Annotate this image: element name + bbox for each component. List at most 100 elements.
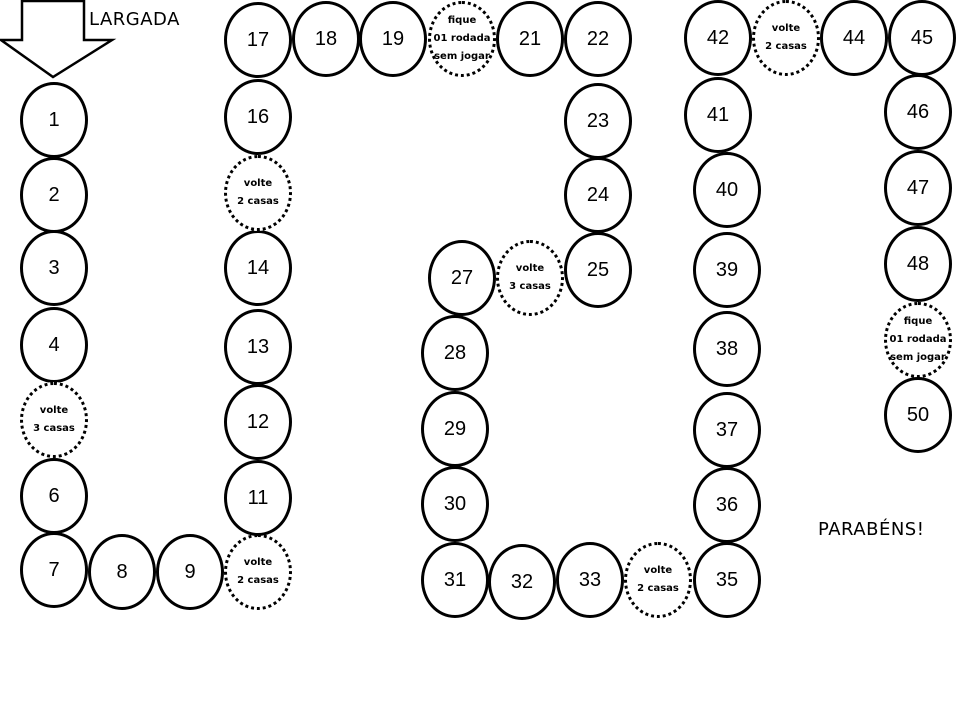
space-label: 6 (48, 485, 60, 507)
board-space: 33 (556, 542, 624, 618)
board-space: 30 (421, 466, 489, 542)
board-space-special: volte 2 casas (752, 0, 820, 76)
space-label: 31 (443, 569, 467, 591)
space-label: volte 3 casas (33, 405, 75, 434)
space-label: fique 01 rodada sem jogar (889, 316, 947, 363)
space-label: 44 (842, 27, 866, 49)
board-space-special: fique 01 rodada sem jogar (884, 302, 952, 378)
board-space: 9 (156, 534, 224, 610)
board-space: 17 (224, 2, 292, 78)
space-label: 4 (48, 334, 60, 356)
space-label: 36 (715, 494, 739, 516)
space-label: 45 (910, 27, 934, 49)
board-space: 47 (884, 150, 952, 226)
space-label: volte 2 casas (637, 565, 679, 594)
board-space: 11 (224, 460, 292, 536)
space-label: 17 (246, 29, 270, 51)
board-space-special: volte 2 casas (224, 534, 292, 610)
space-label: 42 (706, 27, 730, 49)
board-space: 36 (693, 467, 761, 543)
board-space: 28 (421, 315, 489, 391)
board-space-special: volte 2 casas (624, 542, 692, 618)
board-space: 37 (693, 392, 761, 468)
space-label: 47 (906, 177, 930, 199)
board-space: 46 (884, 74, 952, 150)
board-space: 42 (684, 0, 752, 76)
board-space: 29 (421, 391, 489, 467)
board-space: 2 (20, 157, 88, 233)
board-space: 4 (20, 307, 88, 383)
space-label: 41 (706, 104, 730, 126)
space-label: 13 (246, 336, 270, 358)
space-label: 24 (586, 184, 610, 206)
board-space-special: volte 3 casas (496, 240, 564, 316)
space-label: 23 (586, 110, 610, 132)
board-space: 31 (421, 542, 489, 618)
space-label: volte 2 casas (237, 557, 279, 586)
space-label: 21 (518, 28, 542, 50)
space-label: 16 (246, 106, 270, 128)
board-space: 24 (564, 157, 632, 233)
space-label: volte 3 casas (509, 263, 551, 292)
board-space-special: fique 01 rodada sem jogar (428, 1, 496, 77)
space-label: 39 (715, 259, 739, 281)
space-label: 3 (48, 257, 60, 279)
board-space: 41 (684, 77, 752, 153)
space-label: 29 (443, 418, 467, 440)
space-label: 27 (450, 267, 474, 289)
board-space: 23 (564, 83, 632, 159)
space-label: 11 (247, 487, 269, 509)
board-space: 19 (359, 1, 427, 77)
space-label: 46 (906, 101, 930, 123)
board-space: 35 (693, 542, 761, 618)
space-label: 14 (246, 257, 270, 279)
board-space: 14 (224, 230, 292, 306)
board-space-special: volte 2 casas (224, 155, 292, 231)
space-label: 37 (715, 419, 739, 441)
board-space: 38 (693, 311, 761, 387)
start-label: LARGADA (89, 9, 180, 30)
board-space: 50 (884, 377, 952, 453)
board-space: 40 (693, 152, 761, 228)
space-label: 8 (116, 561, 128, 583)
board-space: 44 (820, 0, 888, 76)
space-label: 32 (510, 571, 534, 593)
board-space: 25 (564, 232, 632, 308)
board-space: 12 (224, 384, 292, 460)
space-label: 30 (443, 493, 467, 515)
space-label: 2 (48, 184, 60, 206)
space-label: 22 (586, 28, 610, 50)
space-label: 35 (715, 569, 739, 591)
board-space: 45 (888, 0, 956, 76)
board-space: 22 (564, 1, 632, 77)
board-space: 18 (292, 1, 360, 77)
board-space-special: volte 3 casas (20, 382, 88, 458)
space-label: 12 (246, 411, 270, 433)
space-label: 18 (314, 28, 338, 50)
space-label: 38 (715, 338, 739, 360)
board-space: 8 (88, 534, 156, 610)
space-label: 33 (578, 569, 602, 591)
space-label: 28 (443, 342, 467, 364)
space-label: 7 (48, 559, 60, 581)
space-label: 40 (715, 179, 739, 201)
board-space: 27 (428, 240, 496, 316)
board-space: 6 (20, 458, 88, 534)
finish-label: PARABÉNS! (818, 519, 925, 540)
board-space: 32 (488, 544, 556, 620)
space-label: volte 2 casas (237, 178, 279, 207)
space-label: 9 (184, 561, 196, 583)
board-space: 7 (20, 532, 88, 608)
down-arrow-icon (0, 0, 117, 79)
board-space: 3 (20, 230, 88, 306)
space-label: 48 (906, 253, 930, 275)
board-space: 16 (224, 79, 292, 155)
space-label: volte 2 casas (765, 23, 807, 52)
space-label: 50 (906, 404, 930, 426)
board-space: 13 (224, 309, 292, 385)
space-label: 25 (586, 259, 610, 281)
space-label: fique 01 rodada sem jogar (433, 15, 491, 62)
space-label: 19 (381, 28, 405, 50)
board-space: 1 (20, 82, 88, 158)
